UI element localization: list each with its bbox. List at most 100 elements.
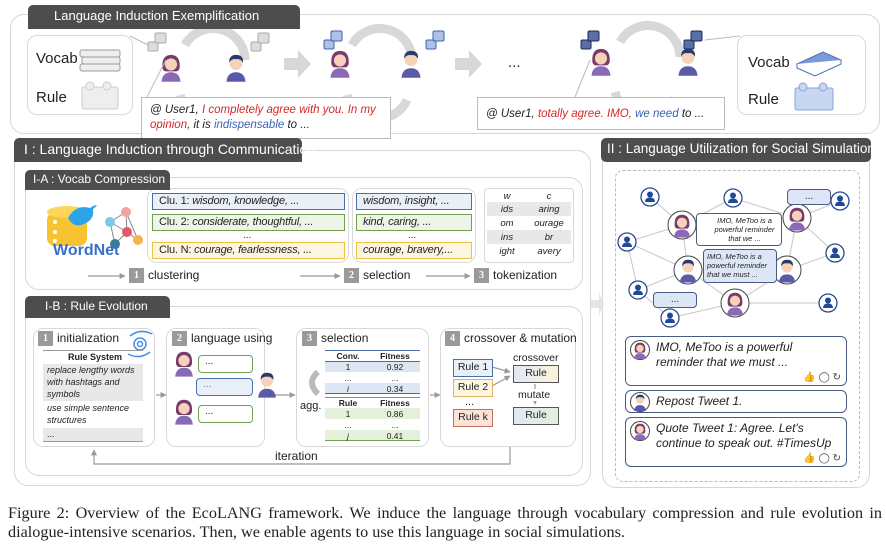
figure-caption: Figure 2: Overview of the EcoLANG framew… <box>8 504 882 541</box>
chat-bubble: ... <box>198 355 253 373</box>
avatar <box>630 421 650 441</box>
avatar <box>630 340 650 360</box>
chat-bubble: ... <box>787 189 831 205</box>
speech-induced: @ User1, totally agree. IMO, we need to … <box>477 97 725 130</box>
retweet-icon[interactable]: ↻ <box>832 453 841 464</box>
wordnet-logo <box>47 205 143 249</box>
rule-item: ... <box>43 428 143 442</box>
twitter-bird-icon <box>68 205 97 226</box>
rule-k: Rule k <box>453 409 493 427</box>
mutate-label: mutate <box>518 389 551 401</box>
chat-bubble: ... <box>653 292 697 308</box>
token: br <box>544 232 554 243</box>
section-1-title: I : Language Induction through Communica… <box>14 138 315 162</box>
text: to ... <box>681 108 705 120</box>
exemplification-title: Language Induction Exemplification <box>28 5 300 29</box>
selected-row: wisdom, insight, ... <box>356 193 472 210</box>
chat-bubble: ... <box>196 378 253 396</box>
initial-language-box: Vocab Rule <box>27 35 133 115</box>
retweet-icon[interactable]: ↻ <box>832 372 841 383</box>
like-icon[interactable]: 👍 <box>803 372 816 383</box>
speech-initial: @ User1, I completely agree with you. In… <box>141 97 391 139</box>
blue-rulebook-icon <box>794 82 834 111</box>
tweet-text: Quote Tweet 1: Agree. Let's continue to … <box>656 421 832 450</box>
blue-text: we need <box>635 108 679 120</box>
mention: @ User1, <box>486 108 535 120</box>
selected-row: kind, caring, ... <box>356 214 472 231</box>
tweet-2: Repost Tweet 1. <box>625 390 847 413</box>
cluster-row: Clu. N: courage, fearlessness, ... <box>152 242 345 259</box>
token: ourage <box>534 218 564 229</box>
crossover-label: crossover <box>513 352 559 364</box>
ellipsis: ... <box>465 396 475 408</box>
progress-arrow-icon <box>284 50 482 78</box>
tweet-actions[interactable]: 👍 ◯ ↻ <box>803 372 841 384</box>
tweet-3: Quote Tweet 1: Agree. Let's continue to … <box>625 417 847 467</box>
rule-label: Rule <box>748 91 779 108</box>
chat-bubble: ... <box>198 405 253 423</box>
vocab-label: Vocab <box>36 50 78 67</box>
rule-mutant: Rule <box>513 407 559 425</box>
rule-evolution-title: I-B : Rule Evolution <box>25 296 170 318</box>
tweet-text: Repost Tweet 1. <box>656 394 743 408</box>
tweet-text: IMO, MeToo is a powerful reminder that w… <box>656 340 793 369</box>
token: om <box>500 218 514 229</box>
comment-icon[interactable]: ◯ <box>818 453 830 464</box>
selected-row: courage, bravery,... <box>356 242 472 259</box>
tweet-1: IMO, MeToo is a powerful reminder that w… <box>625 336 847 386</box>
red-text: totally agree. IMO, <box>537 108 632 120</box>
tweet-actions[interactable]: 👍 ◯ ↻ <box>803 453 841 465</box>
post-bubble: IMO, MeToo is a powerful reminder that w… <box>703 249 777 283</box>
rule-label: Rule <box>36 89 67 106</box>
token: ins <box>500 232 514 243</box>
comment-icon[interactable]: ◯ <box>818 372 830 383</box>
token: avery <box>537 246 561 257</box>
token: ids <box>500 204 514 215</box>
text: to ... <box>287 119 310 131</box>
tweet-feed: IMO, MeToo is a powerful reminder that w… <box>625 336 847 467</box>
ellipsis: ... <box>243 230 252 241</box>
aggregate-label: agg. <box>300 400 322 412</box>
vocab-label: Vocab <box>748 54 790 71</box>
induced-language-box: Vocab Rule <box>737 35 866 115</box>
like-icon[interactable]: 👍 <box>803 453 816 464</box>
rule-item: replace lengthy words with hashtags and … <box>43 364 143 401</box>
cluster-row: Clu. 2: considerate, thoughtful, ... <box>152 214 345 231</box>
blue-book-icon <box>795 51 843 77</box>
blue-text: indispensable <box>213 119 285 131</box>
token: w <box>503 191 511 202</box>
section-2-title: II : Language Utilization for Social Sim… <box>601 138 875 162</box>
rule-offspring: Rule <box>513 365 559 383</box>
rule-item: use simple sentence structures <box>47 403 130 425</box>
ellipsis: ... <box>408 230 417 241</box>
token: ight <box>499 246 515 257</box>
wordnet-label: WordNet <box>53 242 120 259</box>
text: , it is <box>187 119 211 131</box>
avatar <box>630 392 650 412</box>
ellipsis: ... <box>508 54 521 71</box>
mention: @ User1, <box>150 104 199 116</box>
rule-1: Rule 1 <box>453 359 493 377</box>
cluster-row: Clu. 1: wisdom, knowledge, ... <box>152 193 345 210</box>
red-text: I completely agree with you. In my opini… <box>150 104 376 131</box>
books-icon <box>79 49 121 72</box>
rule-system-header: Rule System <box>43 350 143 363</box>
rule-2: Rule 2 <box>453 379 493 397</box>
aggregate-arrow-icon <box>309 369 321 397</box>
vocab-compression-title: I-A : Vocab Compression <box>25 170 170 190</box>
token: c <box>546 191 552 202</box>
post-bubble: IMO, MeToo is a powerful reminder that w… <box>696 213 782 246</box>
rulebook-icon <box>81 81 119 110</box>
iteration-label: iteration <box>275 449 318 463</box>
token: aring <box>538 204 560 215</box>
token-table: w c ids aring om ourage ins br ight avery <box>484 188 574 263</box>
